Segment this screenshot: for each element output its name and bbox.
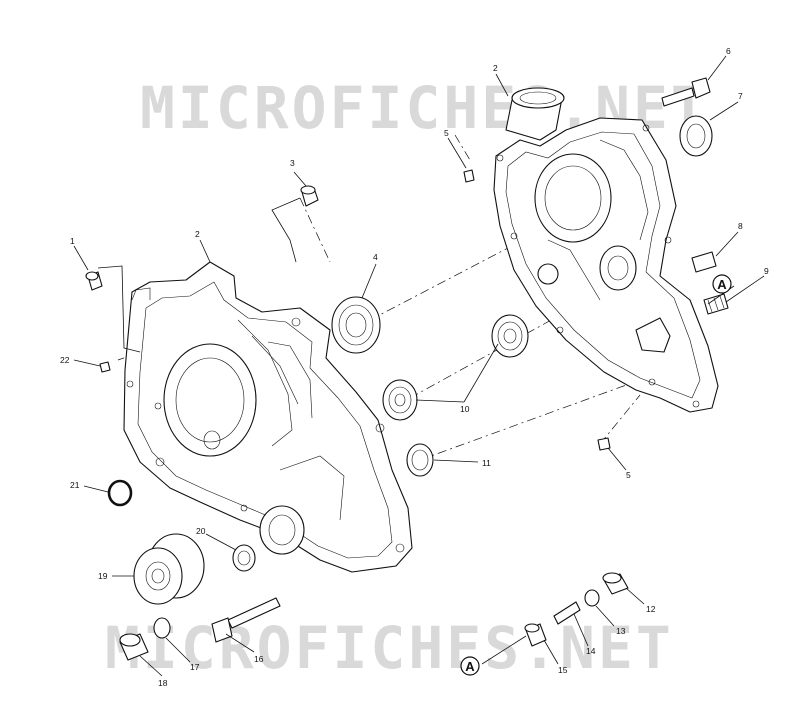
callout-19: 19 — [98, 571, 108, 581]
part-12-drain-plug — [602, 572, 629, 595]
part-22-dowel-pin — [99, 361, 111, 373]
leader-lines — [73, 55, 765, 677]
callout-21: 21 — [70, 480, 80, 490]
callout-1: 1 — [70, 236, 75, 246]
part-8-dowel — [691, 251, 717, 273]
part-14-spring — [553, 601, 581, 625]
part-17-washer — [153, 617, 171, 639]
part-16-long-bolt — [211, 597, 281, 643]
part-5-dowel-pin-lower — [597, 437, 611, 451]
callout-labels: 1 2 2 3 4 5 5 6 7 8 9 10 11 12 13 14 15 … — [60, 46, 769, 688]
callout-6: 6 — [726, 46, 731, 56]
part-3-dowel-bushing — [300, 185, 319, 207]
part-13-washer — [584, 589, 600, 607]
callout-9: 9 — [764, 266, 769, 276]
reference-mark-a-upper: A — [712, 274, 732, 294]
callout-18: 18 — [158, 678, 168, 688]
part-9-fitting — [703, 293, 729, 315]
callout-17: 17 — [190, 662, 200, 672]
callout-15: 15 — [558, 665, 568, 675]
callout-12: 12 — [646, 604, 656, 614]
part-10-bearing-a — [491, 314, 529, 358]
callout-10: 10 — [460, 404, 470, 414]
callout-3: 3 — [290, 158, 295, 168]
part-7-oil-seal — [679, 115, 713, 157]
part-1-dowel-bushing — [85, 271, 103, 291]
part-11-bearing — [406, 443, 434, 477]
callout-4: 4 — [373, 252, 378, 262]
callout-7: 7 — [738, 91, 743, 101]
callout-11: 11 — [482, 458, 491, 468]
part-20-seal — [232, 544, 256, 572]
left-crankcase-half — [123, 261, 413, 573]
part-18-plug — [119, 633, 149, 661]
part-21-o-ring — [107, 479, 133, 507]
callout-20: 20 — [196, 526, 206, 536]
callout-22: 22 — [60, 355, 70, 365]
part-5-dowel-pin-upper — [463, 169, 475, 183]
watermark-bottom: MICROFICHES.NET — [105, 614, 674, 682]
part-10-bearing-b — [382, 379, 418, 421]
callout-2-left: 2 — [195, 229, 200, 239]
callout-14: 14 — [586, 646, 596, 656]
callout-13: 13 — [616, 626, 626, 636]
part-4-bearing — [331, 296, 381, 354]
right-crankcase-half — [493, 87, 719, 413]
callout-8: 8 — [738, 221, 743, 231]
callout-5-top: 5 — [444, 128, 449, 138]
reference-mark-a-lower: A — [460, 656, 480, 676]
part-15-plunger — [524, 623, 547, 647]
reference-mark-a-upper-label: A — [717, 277, 727, 292]
callout-16: 16 — [254, 654, 264, 664]
part-6-bolt — [661, 77, 711, 107]
reference-mark-a-lower-label: A — [465, 659, 475, 674]
part-19-pulley — [133, 533, 205, 605]
callout-2-top: 2 — [493, 63, 498, 73]
callout-5-bottom: 5 — [626, 470, 631, 480]
